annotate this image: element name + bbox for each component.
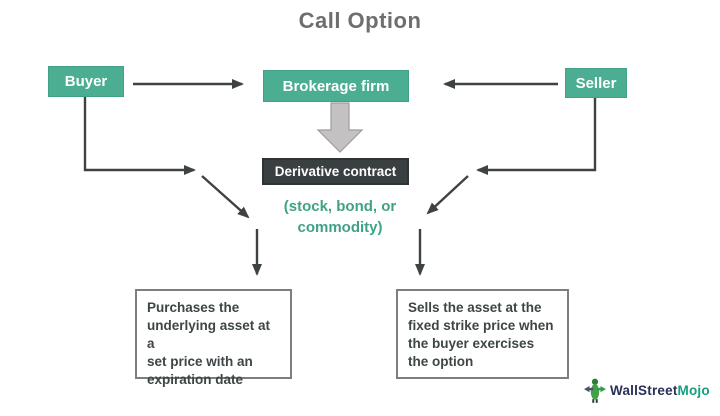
seller-note-line: fixed strike price when: [408, 318, 554, 333]
down-block-arrow-icon: [316, 102, 364, 153]
logo-wordmark: WallStreetMojo: [610, 383, 710, 398]
wallstreetmojo-bull-icon: [584, 378, 606, 403]
logo-text-mojo: Mojo: [677, 382, 710, 398]
caption-line-1: (stock, bond, or: [283, 198, 397, 215]
buyer-note-box: Purchases the underlying asset at a set …: [135, 289, 292, 387]
seller-diagonal-arrow: [426, 175, 469, 215]
buyer-note-line: expiration date: [147, 372, 244, 387]
buyer-diagonal-arrow: [201, 175, 250, 219]
brokerage-firm-node: Brokerage firm: [263, 70, 409, 102]
seller-note-line: the buyer exercises: [408, 336, 535, 351]
seller-note-line: the option: [408, 354, 474, 369]
buyer-note-line: underlying asset at a: [147, 318, 271, 351]
seller-node: Seller: [565, 68, 627, 98]
seller-note-line: Sells the asset at the: [408, 300, 542, 315]
buyer-elbow-arrow: [83, 97, 196, 175]
asset-type-caption: (stock, bond, or commodity): [255, 196, 425, 238]
caption-line-2: commodity): [297, 219, 383, 236]
wallstreetmojo-logo: WallStreetMojo: [584, 377, 710, 403]
derivative-contract-node: Derivative contract: [262, 158, 409, 185]
seller-elbow-arrow: [476, 98, 597, 175]
buyer-note-line: set price with an: [147, 354, 253, 369]
logo-text-wallstreet: WallStreet: [610, 382, 678, 398]
buyer-node: Buyer: [48, 66, 124, 97]
page-title: Call Option: [298, 8, 422, 33]
buyer-note-line: Purchases the: [147, 300, 240, 315]
seller-note-box: Sells the asset at the fixed strike pric…: [396, 289, 569, 379]
